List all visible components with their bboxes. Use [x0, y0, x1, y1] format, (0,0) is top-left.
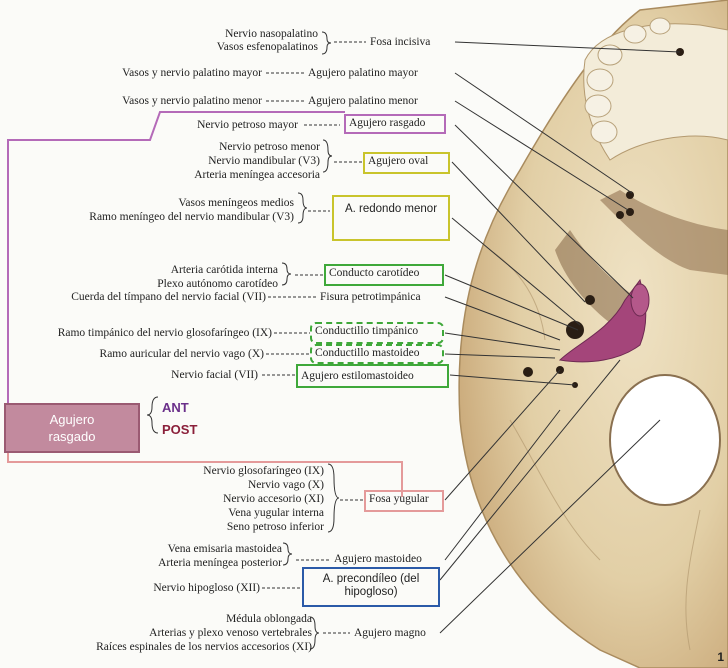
- page-number: 1: [717, 650, 724, 664]
- label-palatino-menor: Vasos y nervio palatino menor: [122, 95, 262, 107]
- foramen-agujero-oval: Agujero oval: [363, 152, 450, 174]
- label-nervio-petroso-menor: Nervio petroso menor: [219, 141, 320, 153]
- label-nervio-vago: Nervio vago (X): [247, 479, 324, 491]
- label-ramo-meningeo-mandibular: Ramo meníngeo del nervio mandibular (V3): [89, 211, 294, 223]
- label-ramo-timpanico-glosofaringeo: Ramo timpánico del nervio glosofaríngeo …: [57, 327, 272, 339]
- foramen-agujero-mastoideo: Agujero mastoideo: [334, 553, 422, 565]
- label-nervio-nasopalatino: Nervio nasopalatino: [225, 28, 318, 40]
- label-medula-oblongada: Médula oblongada: [226, 613, 312, 625]
- foramen-palatino-menor: Agujero palatino menor: [308, 95, 418, 107]
- label-arterias-plexo-vertebrales: Arterias y plexo venoso vertebrales: [149, 627, 312, 639]
- label-arteria-carotida-interna: Arteria carótida interna: [170, 264, 278, 276]
- foramen-conducto-carotideo: Conducto carotídeo: [324, 264, 444, 286]
- legend-agujero-rasgado: Agujero rasgado: [4, 403, 140, 453]
- foramen-fosa-yugular: Fosa yugular: [364, 490, 444, 512]
- label-nervio-mandibular: Nervio mandibular (V3): [208, 155, 320, 167]
- label-arteria-meningea-posterior: Arteria meníngea posterior: [158, 557, 282, 569]
- label-palatino-mayor: Vasos y nervio palatino mayor: [122, 67, 262, 79]
- label-vena-emisaria-mastoidea: Vena emisaria mastoidea: [167, 543, 282, 555]
- label-plexo-autonomo-carotideo: Plexo autónomo carotídeo: [157, 278, 278, 290]
- legend-post: POST: [162, 422, 198, 437]
- label-ramo-auricular-vago: Ramo auricular del nervio vago (X): [99, 348, 264, 360]
- label-nervio-glosofaringeo: Nervio glosofaríngeo (IX): [203, 465, 324, 477]
- foramen-conductillo-mastoideo: Conductillo mastoideo: [310, 344, 444, 364]
- foramen-fisura-petrotimpanica: Fisura petrotimpánica: [320, 291, 421, 303]
- foramen-agujero-estilomastoideo: Agujero estilomastoideo: [296, 364, 449, 388]
- foramen-palatino-mayor: Agujero palatino mayor: [308, 67, 418, 79]
- label-cuerda-del-timpano: Cuerda del tímpano del nervio facial (VI…: [71, 291, 266, 303]
- foramen-fosa-incisiva: Fosa incisiva: [370, 36, 431, 48]
- label-vasos-esfenopalatinos: Vasos esfenopalatinos: [216, 41, 318, 53]
- foramen-precondileo: A. precondíleo (del hipogloso): [302, 567, 440, 607]
- label-nervio-facial: Nervio facial (VII): [171, 369, 258, 381]
- label-nervio-petroso-mayor: Nervio petroso mayor: [197, 119, 298, 131]
- label-vena-yugular-interna: Vena yugular interna: [228, 507, 324, 519]
- label-nervio-hipogloso: Nervio hipogloso (XII): [153, 582, 260, 594]
- foramen-conductillo-timpanico: Conductillo timpánico: [310, 322, 444, 344]
- label-vasos-meningeos-medios: Vasos meníngeos medios: [178, 197, 294, 209]
- legend-ant: ANT: [162, 400, 189, 415]
- label-nervio-accesorio: Nervio accesorio (XI): [223, 493, 324, 505]
- label-seno-petroso-inferior: Seno petroso inferior: [226, 521, 324, 533]
- foramen-redondo-menor: A. redondo menor: [332, 195, 450, 241]
- label-arteria-meningea-accesoria: Arteria meníngea accesoria: [194, 169, 320, 181]
- label-raices-espinales-accesorios: Raíces espinales de los nervios accesori…: [96, 641, 312, 653]
- foramen-agujero-rasgado: Agujero rasgado: [344, 114, 446, 134]
- foramen-agujero-magno: Agujero magno: [354, 627, 426, 639]
